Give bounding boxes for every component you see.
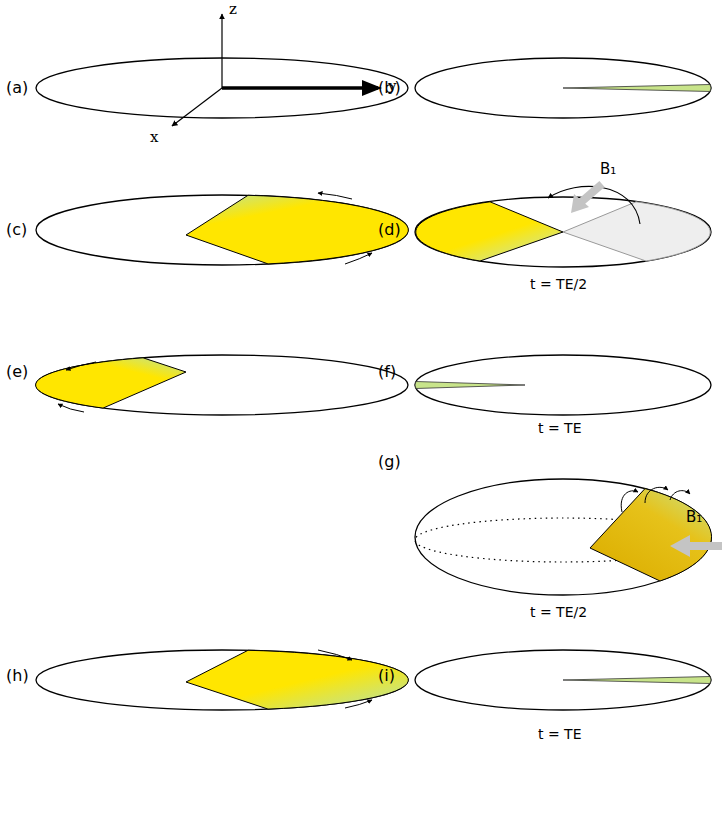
time-label: t = TE/2: [530, 276, 587, 293]
axis-label: z: [229, 0, 237, 18]
panel-letter: (i): [378, 666, 395, 685]
time-label: t = TE: [538, 420, 582, 437]
field-label: B₁: [686, 508, 702, 526]
field-label: B₁: [600, 160, 616, 178]
panel-letter: (g): [378, 452, 401, 471]
time-label: t = TE/2: [530, 604, 587, 621]
axis-label: x: [150, 128, 158, 146]
panel-letter: (a): [6, 78, 28, 97]
panel-letter: (c): [6, 220, 27, 239]
panel-letter: (h): [6, 666, 29, 685]
panel-letter: (e): [6, 362, 28, 381]
time-label: t = TE: [538, 726, 582, 743]
panel-letter: (f): [378, 362, 396, 381]
axis-label: y: [388, 77, 396, 95]
panel-letter: (d): [378, 220, 401, 239]
